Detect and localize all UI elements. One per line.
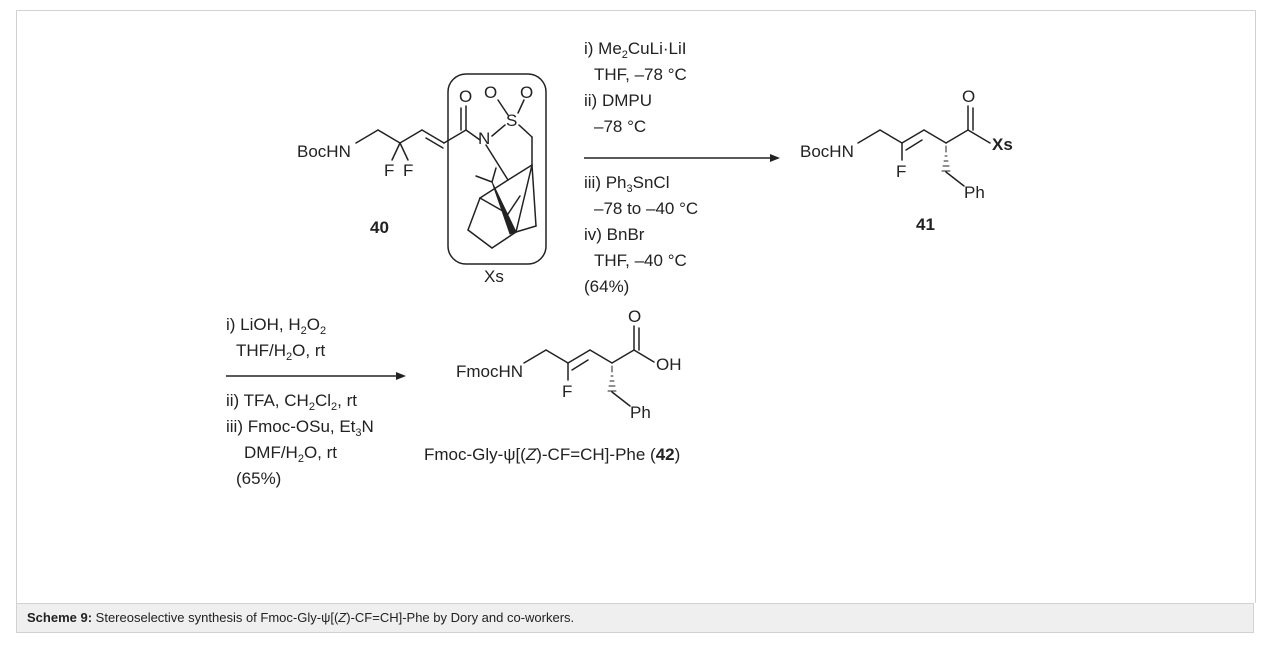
hydroxyl-label: OH	[656, 355, 682, 374]
reagent-line: ii) TFA, CH2Cl2, rt	[226, 391, 357, 413]
compound-name: Fmoc-Gly-ψ[(Z)-CF=CH]-Phe (42)	[424, 445, 680, 464]
double-bond	[567, 349, 591, 364]
oxygen-label: O	[962, 87, 975, 106]
fluorine-label: F	[384, 161, 394, 180]
condition-line: THF/H2O, rt	[236, 341, 326, 363]
boc-label: BocHN	[800, 142, 854, 161]
bond-cf	[399, 142, 409, 161]
reagent-line: iii) Ph3SnCl	[584, 173, 670, 195]
reaction-scheme: BocHN F F O N S O O Xs 40 i) Me2CuLi·LiI…	[226, 39, 1013, 488]
fluorine-label: F	[403, 161, 413, 180]
condition-line: –78 to –40 °C	[594, 199, 698, 218]
condition-line: THF, –40 °C	[594, 251, 687, 270]
double-bond-inner	[905, 139, 923, 151]
bond	[515, 225, 537, 233]
condition-line: –78 °C	[594, 117, 646, 136]
xs-label: Xs	[484, 267, 504, 286]
xs-bracket	[447, 73, 547, 265]
bond	[531, 164, 537, 227]
fmoc-label: FmocHN	[456, 362, 523, 381]
so-bond	[497, 99, 509, 116]
bond	[485, 144, 509, 181]
bond	[467, 229, 493, 249]
wedge-bond	[491, 181, 517, 235]
phenyl-label: Ph	[630, 403, 651, 422]
yield-label: (64%)	[584, 277, 629, 296]
condition-line: THF, –78 °C	[594, 65, 687, 84]
double-bond-inner	[425, 137, 444, 149]
step2-conditions: i) LiOH, H2O2 THF/H2O, rt ii) TFA, CH2Cl…	[226, 315, 374, 488]
bond	[377, 129, 401, 144]
compound-number: 40	[370, 218, 389, 237]
condition-line: DMF/H2O, rt	[244, 443, 337, 465]
boc-label: BocHN	[297, 142, 351, 161]
methyl-bond	[491, 167, 497, 183]
oxygen-label: O	[459, 87, 472, 106]
yield-label: (65%)	[236, 469, 281, 488]
bond	[589, 349, 613, 364]
bond-c-oh	[633, 349, 655, 363]
bond	[399, 129, 423, 144]
bond	[879, 129, 903, 144]
oxygen-label: O	[628, 307, 641, 326]
bond	[523, 349, 547, 364]
bond	[611, 349, 635, 364]
compound-41	[857, 105, 991, 187]
bond	[515, 164, 533, 233]
so-bond	[517, 99, 525, 114]
step1-conditions: i) Me2CuLi·LiI THF, –78 °C ii) DMPU –78 …	[584, 39, 698, 296]
double-bond-inner	[571, 359, 589, 371]
scheme-frame	[16, 10, 1256, 603]
oxygen-label: O	[520, 83, 533, 102]
bond-cf	[391, 142, 401, 161]
bond	[491, 231, 517, 249]
reagent-line: ii) DMPU	[584, 91, 652, 110]
bond	[467, 197, 481, 231]
oxygen-label: O	[484, 83, 497, 102]
scheme-caption: Scheme 9: Stereoselective synthesis of F…	[16, 603, 1254, 633]
xs-label: Xs	[992, 135, 1013, 154]
bond	[355, 129, 379, 144]
arrow-head	[396, 372, 406, 380]
caption-text: Stereoselective synthesis of Fmoc-Gly-ψ[…	[92, 610, 339, 625]
fluorine-label: F	[562, 382, 572, 401]
reagent-line: iii) Fmoc-OSu, Et3N	[226, 417, 374, 439]
double-bond	[901, 129, 925, 144]
bond-c-xs	[967, 129, 991, 144]
bond-n-s	[491, 124, 506, 137]
compound-42	[523, 325, 655, 407]
sulfur-label: S	[506, 111, 517, 130]
bond-ch2-ph	[945, 171, 965, 187]
caption-text: )-CF=CH]-Phe by Dory and co-workers.	[346, 610, 575, 625]
bond	[507, 164, 533, 181]
bond	[945, 129, 969, 144]
phenyl-label: Ph	[964, 183, 985, 202]
compound-40-labels: BocHN F F O N S O O Xs 40	[297, 83, 533, 286]
nitrogen-label: N	[478, 129, 490, 148]
caption-label: Scheme 9:	[27, 610, 93, 625]
bond-s-c	[518, 124, 533, 138]
bond-ch2-ph	[611, 391, 631, 407]
compound-42-labels: FmocHN F O OH Ph Fmoc-Gly-ψ[(Z)-CF=CH]-P…	[424, 307, 682, 464]
bond	[857, 129, 881, 144]
caption-stereo: Z	[338, 610, 347, 625]
methyl-bond	[475, 175, 493, 183]
compound-40	[355, 73, 547, 265]
reagent-line: i) Me2CuLi·LiI	[584, 39, 687, 61]
bond	[545, 349, 569, 364]
bond	[923, 129, 947, 144]
arrow-head	[770, 154, 780, 162]
fluorine-label: F	[896, 162, 906, 181]
bond-c-n	[465, 129, 481, 141]
reagent-line: iv) BnBr	[584, 225, 645, 244]
compound-41-labels: BocHN F O Xs Ph 41	[800, 87, 1013, 234]
compound-number: 41	[916, 215, 935, 234]
reagent-line: i) LiOH, H2O2	[226, 315, 326, 337]
bridge-bond	[507, 195, 521, 215]
double-bond	[421, 129, 445, 144]
